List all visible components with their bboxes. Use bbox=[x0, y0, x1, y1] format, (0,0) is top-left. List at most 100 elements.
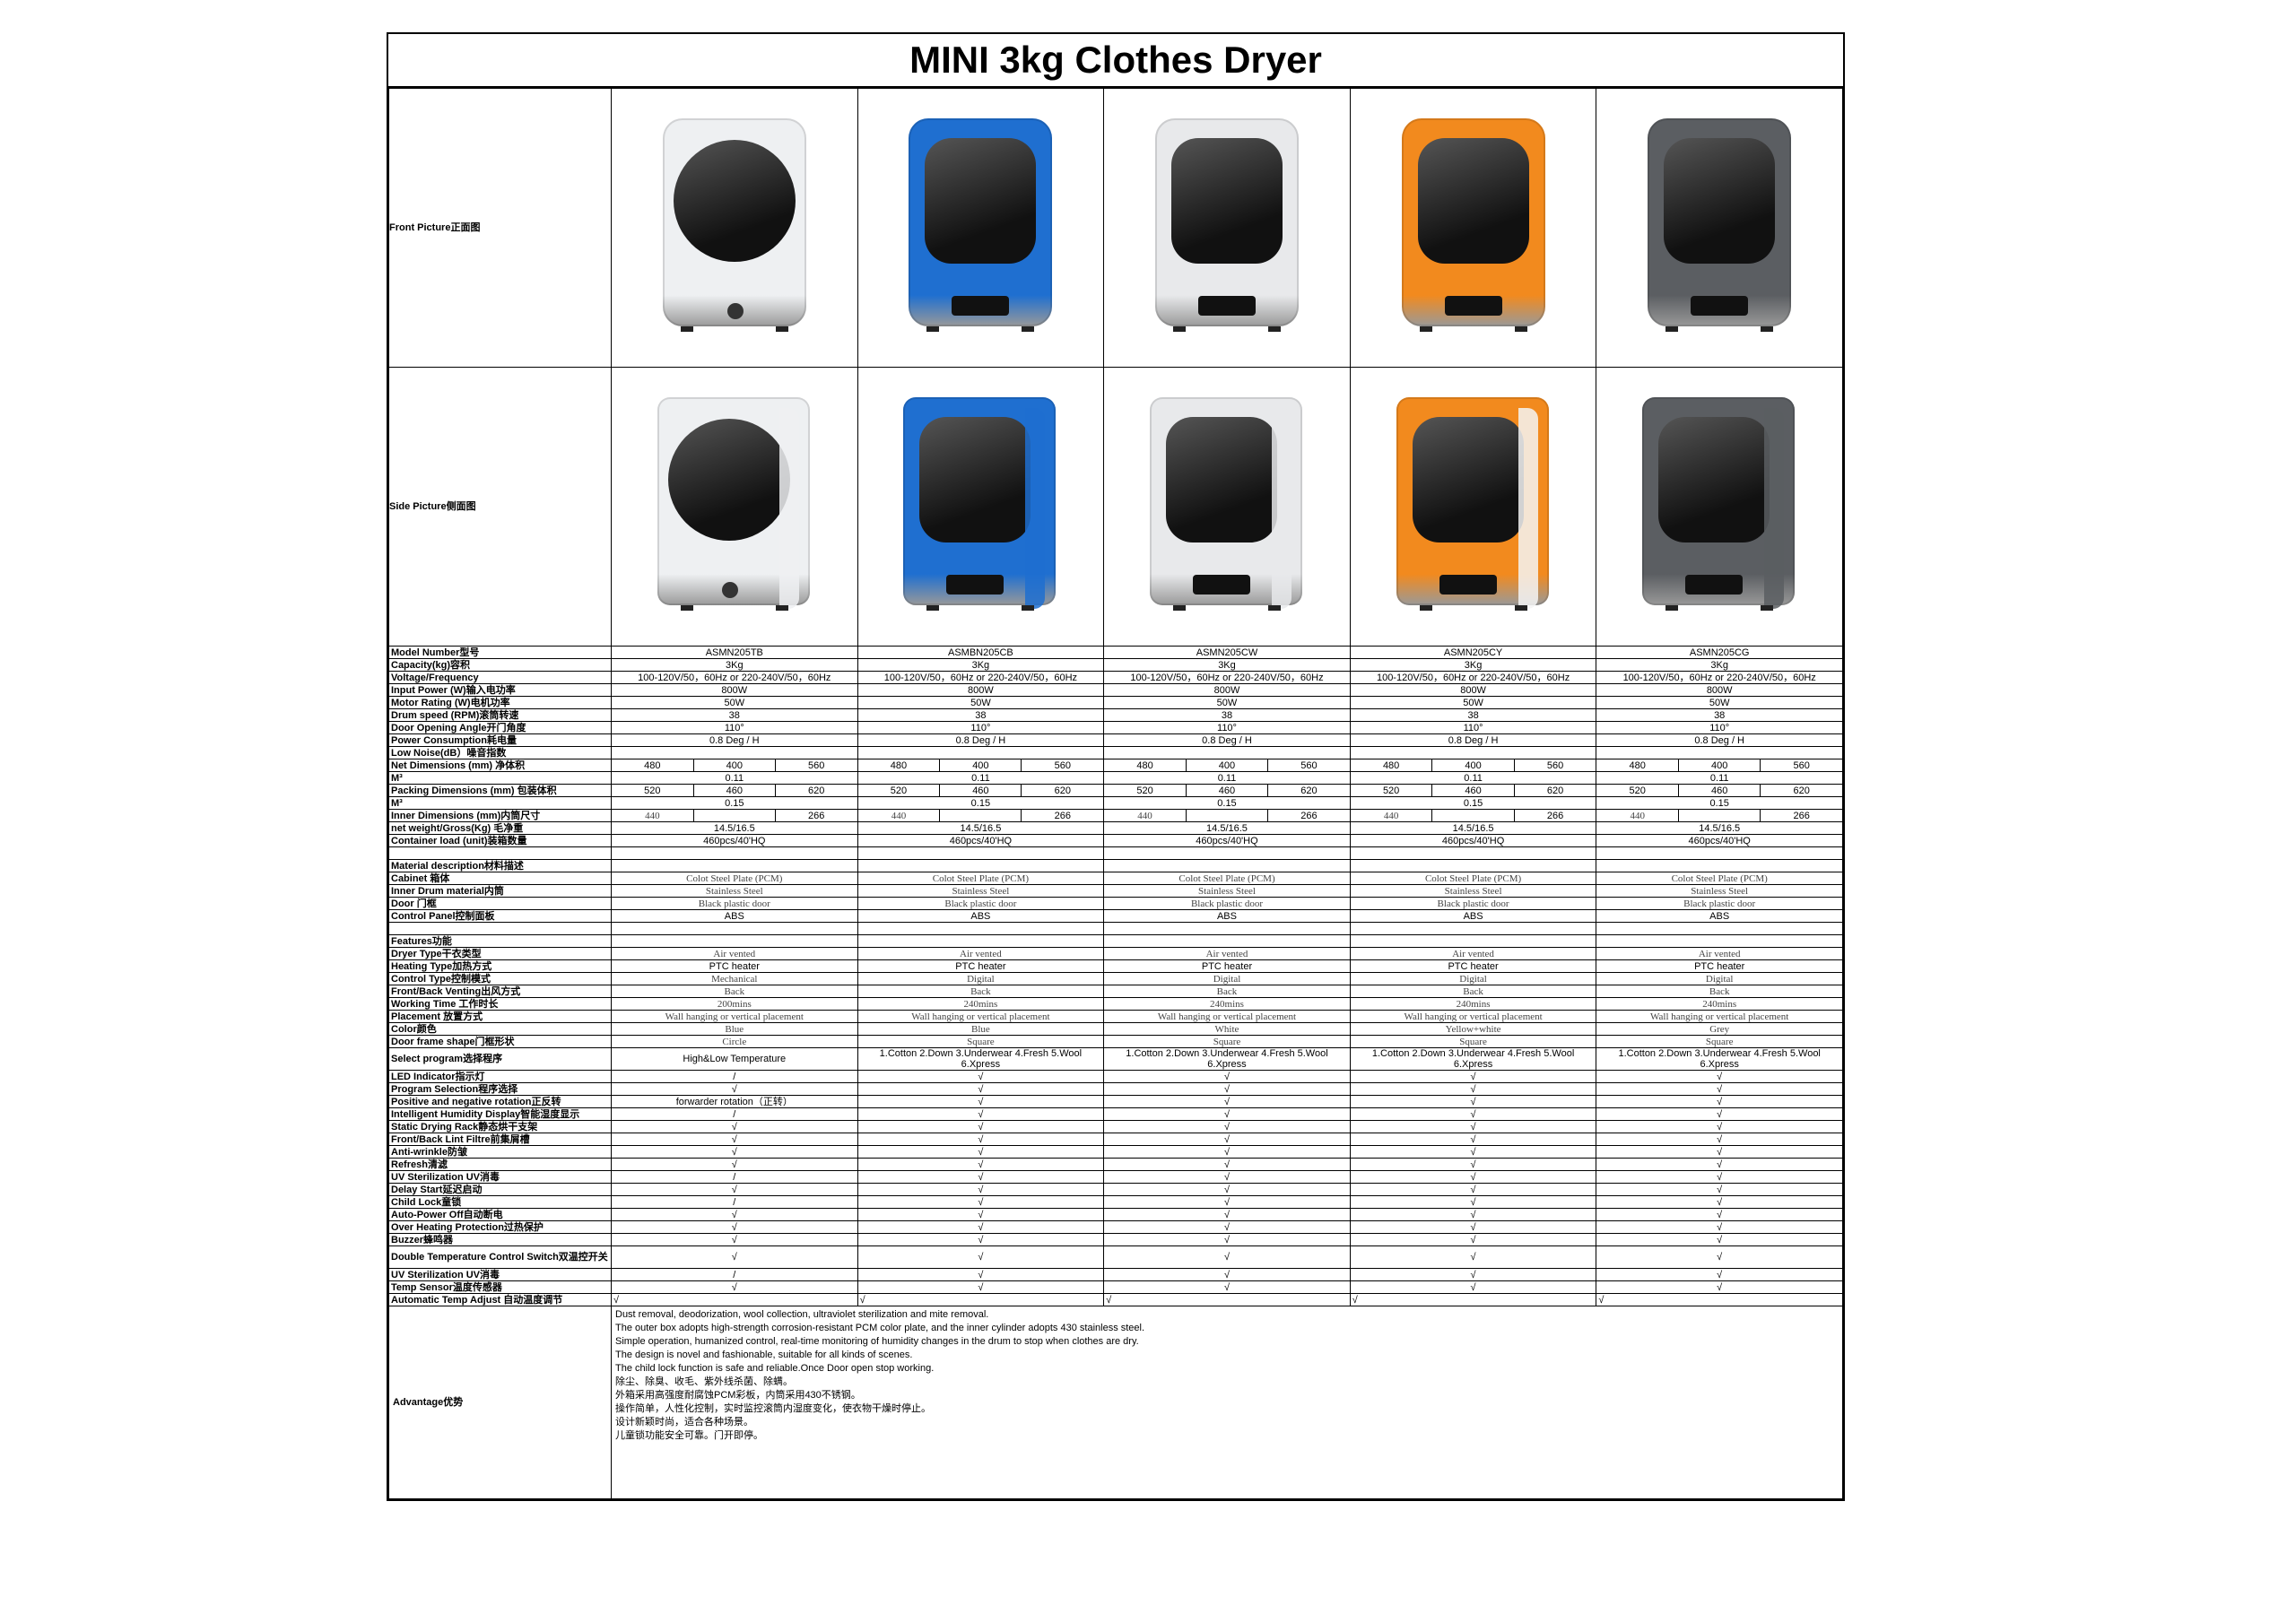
spec-value: Black plastic door bbox=[1103, 897, 1351, 910]
spec-value: √ bbox=[611, 1183, 858, 1196]
dimension-value: 560 bbox=[1300, 759, 1318, 771]
spec-value bbox=[1596, 859, 1843, 872]
spec-value bbox=[611, 746, 858, 759]
spec-value: Stainless Steel bbox=[857, 884, 1105, 898]
spec-row: Features功能 bbox=[388, 934, 1843, 948]
spec-value: Air vented bbox=[1349, 947, 1597, 960]
spec-value bbox=[1596, 746, 1843, 759]
spec-value: 100-120V/50，60Hz or 220-240V/50，60Hz bbox=[1596, 671, 1843, 684]
row-label: Front/Back Lint Filtre前集屑槽 bbox=[388, 1133, 612, 1146]
spec-value: Colot Steel Plate (PCM) bbox=[857, 872, 1105, 885]
spec-value: √ bbox=[857, 1082, 1105, 1096]
dimension-value: 266 bbox=[808, 810, 825, 821]
row-label: Intelligent Humidity Display智能湿度显示 bbox=[388, 1107, 612, 1121]
dimension-value: 560 bbox=[1546, 759, 1564, 771]
spec-row: Over Heating Protection过热保护√√√√√ bbox=[388, 1220, 1843, 1234]
spec-value: Back bbox=[857, 985, 1105, 998]
spec-value bbox=[611, 846, 858, 860]
spec-value: Digital bbox=[1103, 972, 1351, 985]
picture-cell bbox=[857, 367, 1105, 647]
spec-value: √ bbox=[1349, 1170, 1597, 1184]
spec-value: 460pcs/40'HQ bbox=[1349, 834, 1597, 847]
spec-value: √ bbox=[1103, 1220, 1351, 1234]
spec-value: √ bbox=[611, 1233, 858, 1246]
dimension-value bbox=[939, 810, 1022, 821]
sheet-title: MINI 3kg Clothes Dryer bbox=[388, 34, 1843, 88]
spec-value: 110° bbox=[857, 721, 1105, 734]
spec-value: 1.Cotton 2.Down 3.Underwear 4.Fresh 5.Wo… bbox=[857, 1047, 1105, 1071]
spec-value: 0.15 bbox=[857, 796, 1105, 810]
dimension-value: 520 bbox=[1351, 785, 1433, 796]
spec-value: √ bbox=[1103, 1107, 1351, 1121]
spec-value: √ bbox=[1103, 1170, 1351, 1184]
spec-value: Blue bbox=[611, 1022, 858, 1036]
spec-value: 0.8 Deg / H bbox=[1103, 733, 1351, 747]
spec-value: √ bbox=[611, 1082, 858, 1096]
dimension-value: 460 bbox=[1186, 785, 1269, 796]
spec-value: 240mins bbox=[1596, 997, 1843, 1011]
dimension-value: 620 bbox=[808, 785, 825, 796]
spec-value: √ bbox=[1349, 1107, 1597, 1121]
spec-value: 14.5/16.5 bbox=[857, 821, 1105, 835]
spec-value: √ bbox=[611, 1133, 858, 1146]
spec-value: ASMN205CY bbox=[1349, 646, 1597, 659]
row-label: Auto-Power Off自动断电 bbox=[388, 1208, 612, 1221]
dimension-value: 520 bbox=[1596, 785, 1680, 796]
dimension-value: 460 bbox=[1678, 785, 1761, 796]
spec-value bbox=[1596, 922, 1843, 935]
row-label: Features功能 bbox=[388, 934, 612, 948]
spec-value: √ bbox=[1596, 1120, 1843, 1133]
dimension-value: 480 bbox=[1104, 759, 1187, 771]
row-label: Inner Drum material内筒 bbox=[388, 884, 612, 898]
spec-value: √ bbox=[1103, 1183, 1351, 1196]
dimension-value: 266 bbox=[1546, 810, 1564, 821]
spec-value: √ bbox=[1103, 1233, 1351, 1246]
spec-value: √ bbox=[857, 1095, 1105, 1108]
row-label: Cabinet 箱体 bbox=[388, 872, 612, 885]
spec-value bbox=[857, 746, 1105, 759]
spec-value: 3Kg bbox=[1596, 658, 1843, 672]
spec-value: √ bbox=[1349, 1133, 1597, 1146]
spec-value: 50W bbox=[611, 696, 858, 709]
row-label: Program Selection程序选择 bbox=[388, 1082, 612, 1096]
row-label: Packing Dimensions (mm) 包装体积 bbox=[388, 784, 612, 797]
spec-value: √ bbox=[1596, 1082, 1843, 1096]
spec-value: 0.15 bbox=[611, 796, 858, 810]
dryer-side-image bbox=[645, 392, 824, 621]
row-label bbox=[388, 922, 612, 935]
spec-value: Stainless Steel bbox=[1349, 884, 1597, 898]
spec-value: Grey bbox=[1596, 1022, 1843, 1036]
row-label: Placement 放置方式 bbox=[388, 1010, 612, 1023]
row-label: Input Power (W)输入电功率 bbox=[388, 683, 612, 697]
spec-value: √ bbox=[1349, 1293, 1597, 1306]
advantage-line: Simple operation, humanized control, rea… bbox=[615, 1336, 1139, 1347]
spec-value: 38 bbox=[1596, 708, 1843, 722]
spec-value: √ bbox=[611, 1245, 858, 1269]
spec-value: √ bbox=[1103, 1133, 1351, 1146]
spec-value: 1.Cotton 2.Down 3.Underwear 4.Fresh 5.Wo… bbox=[1349, 1047, 1597, 1071]
spec-value bbox=[1349, 922, 1597, 935]
spec-value: √ bbox=[857, 1120, 1105, 1133]
spec-value: Air vented bbox=[1596, 947, 1843, 960]
spec-value: 0.8 Deg / H bbox=[857, 733, 1105, 747]
spec-value: Circle bbox=[611, 1035, 858, 1048]
spec-value: Black plastic door bbox=[611, 897, 858, 910]
spec-value: √ bbox=[1349, 1208, 1597, 1221]
spec-value: 240mins bbox=[1349, 997, 1597, 1011]
spec-row: Program Selection程序选择√√√√√ bbox=[388, 1082, 1843, 1096]
spec-value: 110° bbox=[1596, 721, 1843, 734]
row-label: Anti-wrinkle防皱 bbox=[388, 1145, 612, 1159]
spec-value: √ bbox=[857, 1158, 1105, 1171]
spec-value: √ bbox=[1596, 1245, 1843, 1269]
dryer-front-image bbox=[1630, 113, 1809, 343]
spec-value: Black plastic door bbox=[1349, 897, 1597, 910]
spec-row: Front/Back Lint Filtre前集屑槽√√√√√ bbox=[388, 1133, 1843, 1146]
